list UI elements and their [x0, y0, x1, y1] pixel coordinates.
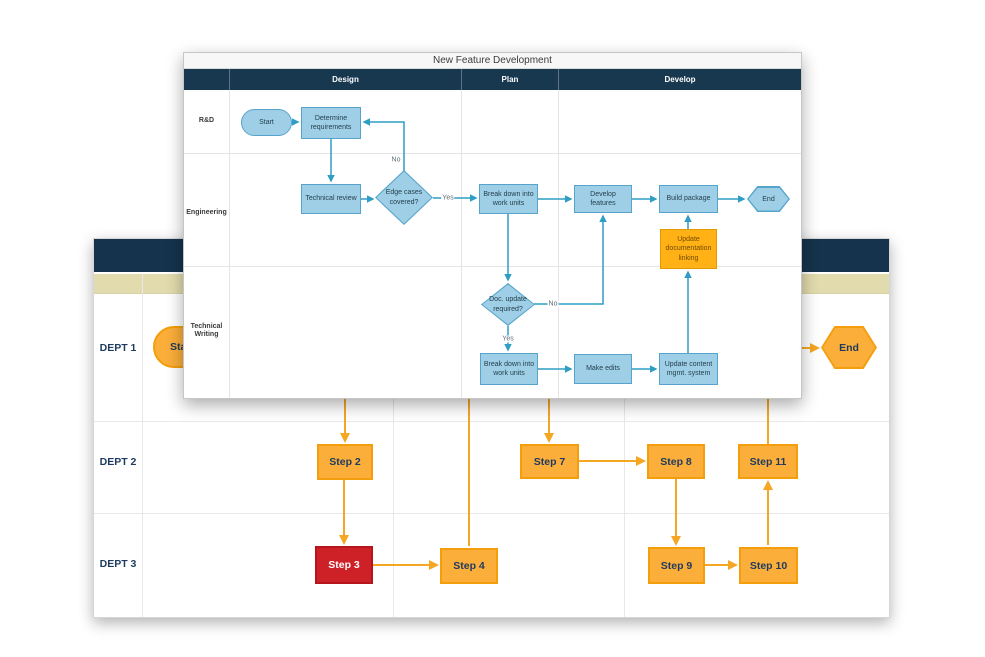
hexagon-fill: [748, 187, 789, 211]
edge-label-no: No: [390, 156, 402, 164]
grid-line: [558, 90, 559, 398]
node-step-11[interactable]: Step 11: [738, 444, 798, 479]
grid-line: [461, 90, 462, 398]
node-end[interactable]: End: [821, 326, 877, 369]
node-step-7[interactable]: Step 7: [520, 444, 579, 479]
node-step-8[interactable]: Step 8: [647, 444, 705, 479]
node-make-edits[interactable]: Make edits: [574, 354, 632, 384]
phase-header-spacer: [184, 69, 229, 90]
node-update-documentation-linking[interactable]: Update documentation linking: [660, 229, 717, 269]
node-edge-cases-covered[interactable]: Edge cases covered?: [375, 170, 433, 225]
node-doc-update-label: Doc. update required?: [489, 296, 527, 313]
grid-line: [184, 153, 801, 154]
node-break-down-tech-writing[interactable]: Break down into work units: [480, 353, 538, 385]
grid-line: [94, 513, 889, 514]
node-end-label: End: [839, 341, 859, 354]
node-doc-update-required[interactable]: Doc. update required?: [481, 283, 535, 326]
edge-label-yes: Yes: [441, 194, 455, 202]
connector-docupdate-no: [534, 214, 607, 305]
lane-label-engineering: Engineering: [186, 208, 227, 216]
node-break-down-engineering[interactable]: Break down into work units: [479, 184, 538, 214]
grid-line: [393, 294, 394, 617]
node-develop-features[interactable]: Develop features: [574, 185, 632, 213]
node-step-3[interactable]: Step 3: [315, 546, 373, 584]
node-end[interactable]: End: [747, 186, 790, 212]
hexagon-fill: [823, 328, 875, 367]
lane-label-dept-1: DEPT 1: [99, 342, 137, 354]
grid-line: [142, 274, 143, 617]
node-build-package[interactable]: Build package: [659, 185, 718, 213]
node-end-label: End: [762, 195, 775, 203]
edge-label-no: No: [547, 300, 559, 308]
node-step-9[interactable]: Step 9: [648, 547, 705, 584]
grid-line: [184, 266, 801, 267]
edge-label-yes: Yes: [501, 335, 515, 343]
lane-label-dept-2: DEPT 2: [99, 456, 137, 468]
phase-header-plan: Plan: [461, 69, 558, 90]
grid-line: [94, 421, 889, 422]
feature-connectors: [292, 118, 746, 373]
node-update-cms[interactable]: Update content mgmt. system: [659, 353, 718, 385]
phase-header-design: Design: [229, 69, 461, 90]
node-technical-review[interactable]: Technical review: [301, 184, 361, 214]
grid-line: [624, 294, 625, 617]
lane-label-technical-writing: Technical Writing: [190, 322, 223, 338]
grid-line: [229, 90, 230, 398]
connector-edgecases-no-loop: [362, 118, 405, 171]
lane-label-rnd: R&D: [198, 116, 215, 124]
node-step-2[interactable]: Step 2: [317, 444, 373, 480]
feature-flowchart: New Feature Development Design Plan Deve…: [183, 52, 802, 399]
node-step-10[interactable]: Step 10: [739, 547, 798, 584]
node-step-4[interactable]: Step 4: [440, 548, 498, 584]
chart-title: New Feature Development: [184, 53, 801, 69]
node-start[interactable]: Start: [241, 109, 292, 136]
phase-header-develop: Develop: [558, 69, 801, 90]
node-edge-cases-label: Edge cases covered?: [385, 189, 423, 206]
node-determine-requirements[interactable]: Determine requirements: [301, 107, 361, 139]
lane-label-dept-3: DEPT 3: [99, 558, 137, 570]
